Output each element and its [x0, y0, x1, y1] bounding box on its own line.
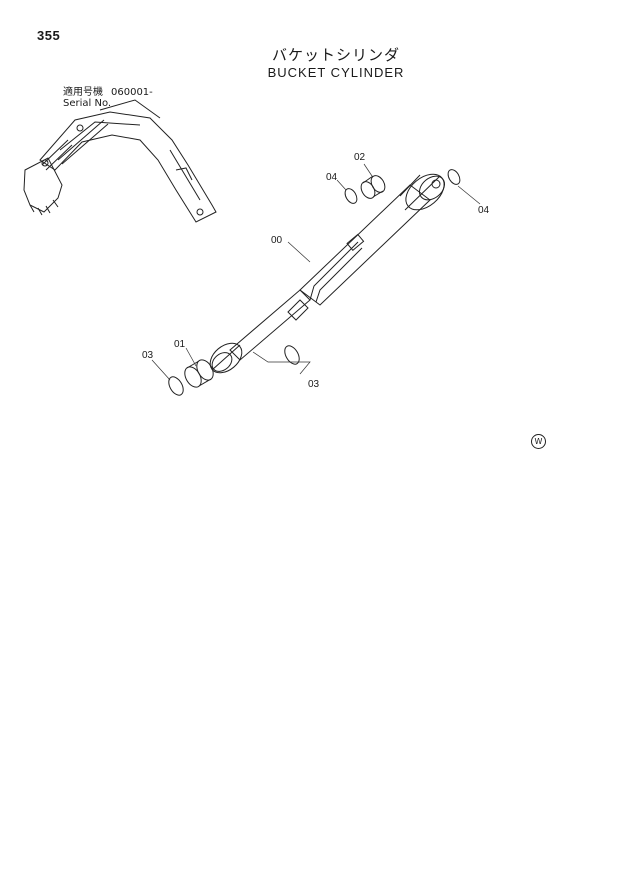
callout-01: 01 — [174, 339, 186, 350]
part-03-ring-right — [284, 345, 300, 365]
watermark-logo: W — [531, 434, 546, 449]
part-02-bushing — [360, 175, 386, 199]
callout-02: 02 — [354, 152, 366, 163]
callout-04-left: 04 — [326, 172, 338, 183]
callout-03-left: 03 — [142, 350, 154, 361]
serial-label-en: Serial No. — [63, 98, 112, 109]
callout-03-right: 03 — [308, 379, 320, 390]
bucket-cylinder — [209, 173, 446, 374]
title-japanese: バケットシリンダ — [271, 46, 400, 64]
part-04-ring-right — [447, 169, 461, 185]
excavator-arm-thumbnail — [23, 99, 217, 223]
serial-info: 適用号機 060001- Serial No. — [63, 87, 153, 109]
serial-label-jp: 適用号機 — [63, 87, 103, 98]
part-03-ring-left — [168, 376, 184, 396]
callout-00: 00 — [271, 235, 283, 246]
title-english: BUCKET CYLINDER — [267, 65, 405, 80]
callout-04-right: 04 — [478, 205, 490, 216]
part-04-ring-left — [344, 188, 358, 204]
part-01-bushing — [184, 359, 214, 388]
serial-value: 060001- — [111, 87, 153, 98]
page-number: 355 — [37, 28, 61, 43]
leader-lines — [151, 163, 481, 381]
